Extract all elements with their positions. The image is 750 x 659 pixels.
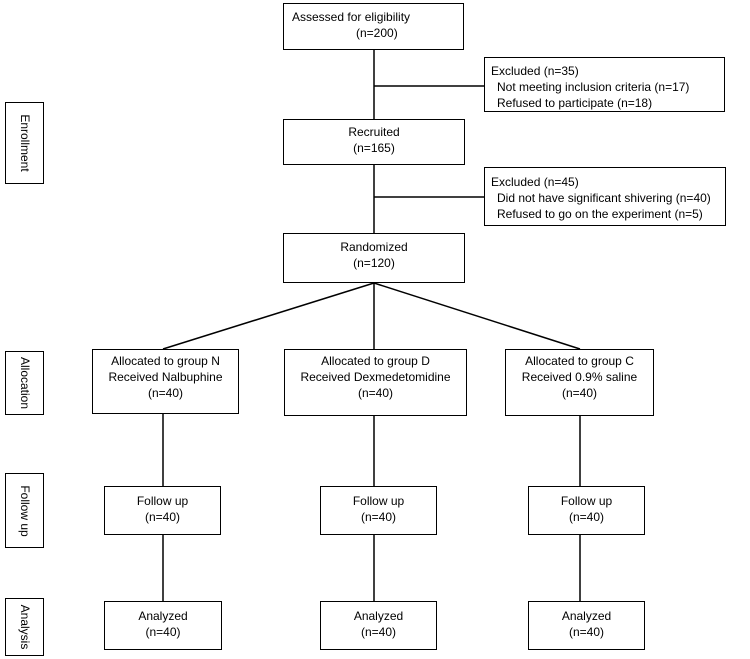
assessed-box: Assessed for eligibility (n=200)	[283, 3, 464, 50]
allocation-d-title: Allocated to group D	[321, 354, 430, 368]
stage-label-follow-up-text: Follow up	[17, 484, 32, 537]
randomized-box: Randomized (n=120)	[283, 233, 465, 283]
connector-randomized-group-c	[373, 282, 581, 350]
excluded-box-2: Excluded (n=45) Did not have significant…	[484, 167, 726, 226]
excluded-1-reason-1: Not meeting inclusion criteria (n=17)	[497, 80, 690, 94]
stage-label-follow-up: Follow up	[5, 473, 44, 548]
excluded-2-title: Excluded (n=45)	[491, 175, 579, 189]
allocation-c-count: (n=40)	[561, 386, 598, 400]
allocation-box-group-d: Allocated to group D Received Dexmedetom…	[284, 349, 467, 416]
analysis-n-title: Analyzed	[138, 609, 188, 623]
excluded-1-reason-2: Refused to participate (n=18)	[497, 96, 653, 110]
recruited-n: (n=165)	[353, 141, 395, 155]
allocation-box-group-n: Allocated to group N Received Nalbuphine…	[92, 349, 239, 414]
assessed-title: Assessed for eligibility	[292, 10, 411, 24]
randomized-n: (n=120)	[353, 256, 395, 270]
analysis-d-count: (n=40)	[360, 625, 397, 639]
allocation-n-count: (n=40)	[147, 386, 184, 400]
stage-label-allocation: Allocation	[5, 351, 44, 415]
recruited-title: Recruited	[348, 125, 400, 139]
analysis-n-count: (n=40)	[145, 625, 181, 639]
followup-d-title: Follow up	[352, 494, 405, 508]
followup-n-count: (n=40)	[144, 510, 181, 524]
excluded-box-1: Excluded (n=35) Not meeting inclusion cr…	[484, 57, 725, 112]
allocation-d-count: (n=40)	[357, 386, 394, 400]
analysis-c-title: Analyzed	[561, 609, 612, 623]
analysis-d-title: Analyzed	[353, 609, 404, 623]
recruited-box: Recruited (n=165)	[283, 119, 465, 165]
connector-randomized-group-n	[162, 282, 375, 350]
followup-box-group-c: Follow up (n=40)	[528, 486, 645, 535]
followup-box-group-n: Follow up (n=40)	[104, 486, 221, 535]
excluded-1-title: Excluded (n=35)	[491, 64, 579, 78]
followup-c-count: (n=40)	[568, 510, 605, 524]
analysis-c-count: (n=40)	[568, 625, 605, 639]
excluded-2-reason-1: Did not have significant shivering (n=40…	[497, 191, 711, 205]
allocation-d-detail: Received Dexmedetomidine	[300, 370, 451, 384]
analysis-box-group-c: Analyzed (n=40)	[528, 601, 645, 650]
stage-label-allocation-text: Allocation	[17, 356, 32, 410]
randomized-title: Randomized	[340, 240, 408, 254]
analysis-box-group-d: Analyzed (n=40)	[320, 601, 437, 650]
analysis-box-group-n: Analyzed (n=40)	[104, 601, 222, 650]
followup-n-title: Follow up	[136, 494, 189, 508]
allocation-n-title: Allocated to group N	[111, 354, 220, 368]
stage-label-analysis-text: Analysis	[17, 604, 32, 650]
followup-d-count: (n=40)	[360, 510, 397, 524]
allocation-n-detail: Received Nalbuphine	[108, 370, 223, 384]
stage-label-enrollment: Enrollment	[5, 102, 44, 184]
allocation-box-group-c: Allocated to group C Received 0.9% salin…	[505, 349, 654, 416]
assessed-n: (n=200)	[356, 26, 398, 40]
allocation-c-title: Allocated to group C	[525, 354, 634, 368]
followup-c-title: Follow up	[560, 494, 613, 508]
stage-label-enrollment-text: Enrollment	[17, 114, 32, 172]
followup-box-group-d: Follow up (n=40)	[320, 486, 437, 535]
excluded-2-reason-2: Refused to go on the experiment (n=5)	[497, 207, 703, 221]
allocation-c-detail: Received 0.9% saline	[521, 370, 638, 384]
stage-label-analysis: Analysis	[5, 598, 44, 656]
